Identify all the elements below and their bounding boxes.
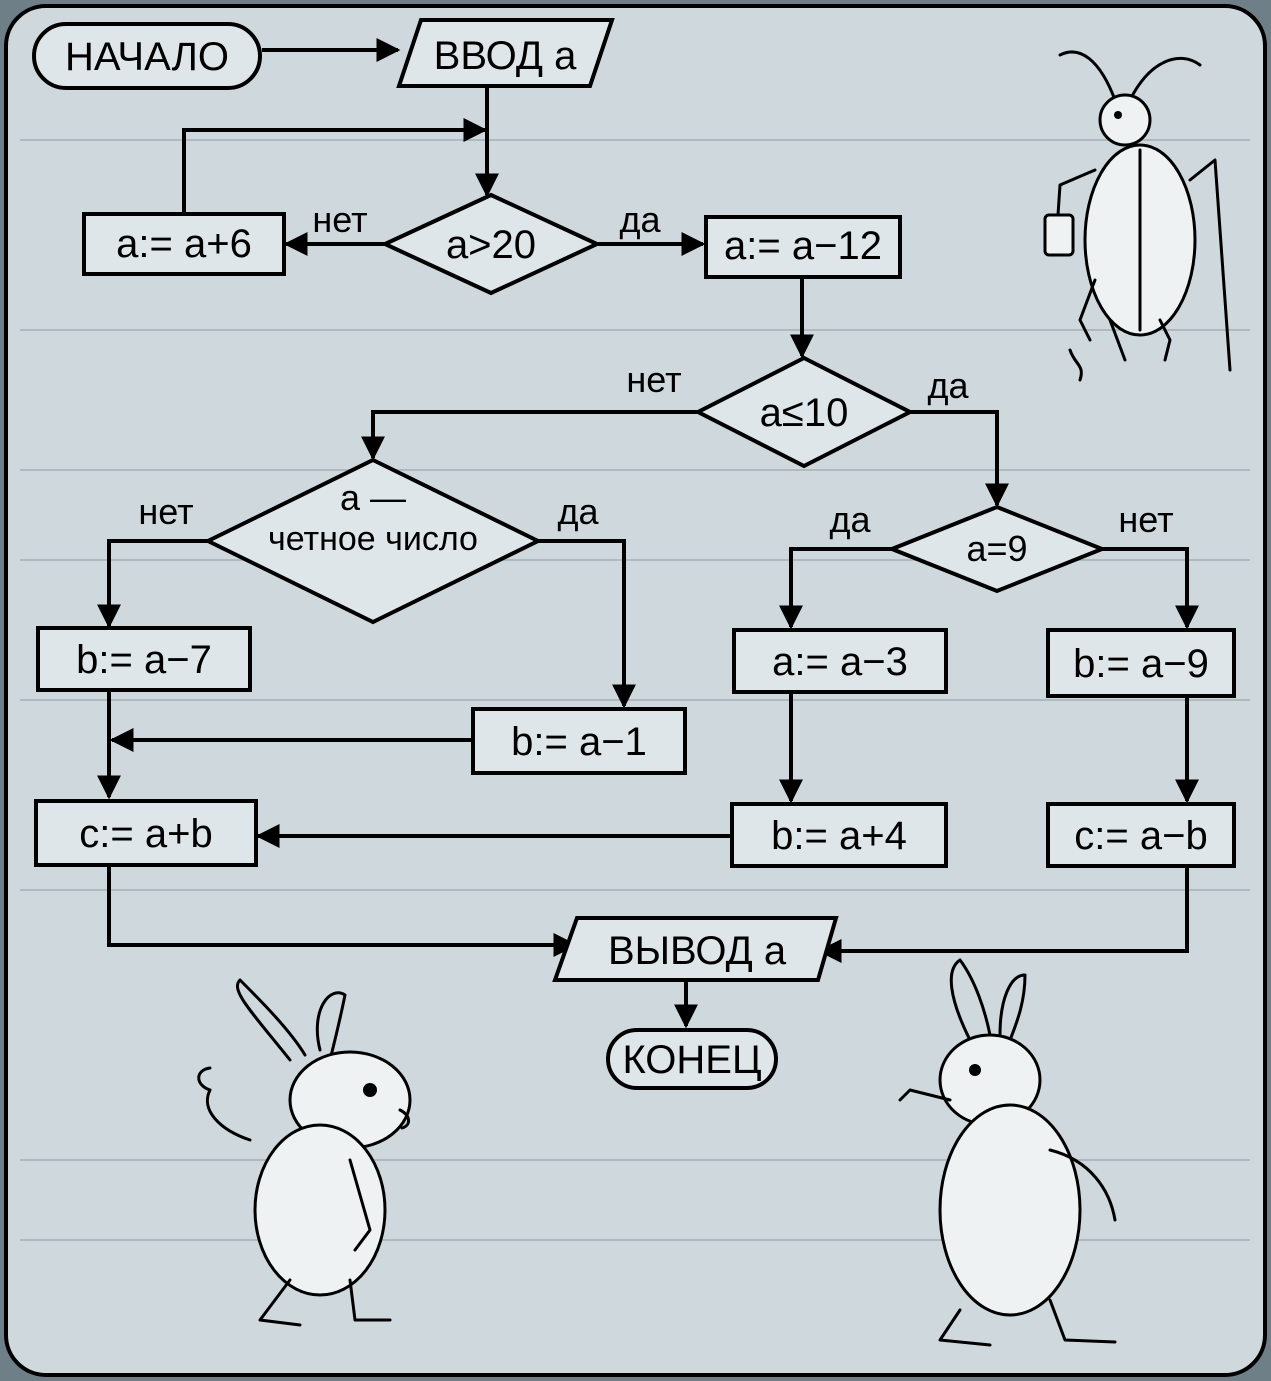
act-b1-block: b:= a−1 bbox=[473, 709, 685, 773]
cond1-no-label: нет bbox=[312, 199, 367, 240]
cond4-label: a=9 bbox=[966, 528, 1027, 569]
cond1-yes-label: да bbox=[619, 199, 661, 240]
act-b4-label: b:= a+4 bbox=[771, 814, 907, 858]
output-label: ВЫВОД a bbox=[608, 929, 787, 973]
cond3-yes-label: да bbox=[557, 491, 599, 532]
cond2-yes-label: да bbox=[927, 365, 969, 406]
act-b9-label: b:= a−9 bbox=[1073, 642, 1209, 686]
output-block: ВЫВОД a bbox=[555, 918, 836, 980]
act-a3-block: a:= a−3 bbox=[734, 630, 946, 692]
cond2-no-label: нет bbox=[626, 359, 681, 400]
act-left1-label: a:= a+6 bbox=[116, 222, 252, 266]
cond4-yes-label: да bbox=[829, 499, 871, 540]
act-b1-label: b:= a−1 bbox=[511, 720, 647, 764]
start-label: НАЧАЛО bbox=[65, 35, 229, 79]
act-csum-block: c:= a+b bbox=[36, 801, 256, 865]
act-b4-block: b:= a+4 bbox=[732, 804, 946, 866]
act-b7-label: b:= a−7 bbox=[76, 638, 212, 682]
end-label: КОНЕЦ bbox=[622, 1038, 761, 1082]
act-right1-label: a:= a−12 bbox=[724, 224, 882, 268]
end-block: КОНЕЦ bbox=[608, 1030, 776, 1088]
act-cdiff-label: c:= a−b bbox=[1074, 814, 1207, 858]
input-label: ВВОД a bbox=[434, 34, 577, 78]
act-left1-block: a:= a+6 bbox=[84, 214, 284, 274]
act-right1-block: a:= a−12 bbox=[706, 217, 900, 277]
cond2-label: a≤10 bbox=[760, 391, 849, 435]
cond3-label-line2: четное число bbox=[268, 520, 478, 558]
act-b7-block: b:= a−7 bbox=[38, 628, 250, 690]
act-a3-label: a:= a−3 bbox=[772, 640, 908, 684]
start-block: НАЧАЛО bbox=[34, 24, 260, 88]
cond1-label: a>20 bbox=[446, 223, 536, 267]
act-cdiff-block: c:= a−b bbox=[1048, 804, 1234, 866]
act-b9-block: b:= a−9 bbox=[1048, 630, 1234, 696]
cond3-no-label: нет bbox=[138, 491, 193, 532]
input-block: ВВОД a bbox=[399, 20, 612, 86]
cond4-no-label: нет bbox=[1118, 499, 1173, 540]
act-csum-label: c:= a+b bbox=[79, 812, 212, 856]
cond3-label-line1: a — bbox=[340, 477, 406, 518]
